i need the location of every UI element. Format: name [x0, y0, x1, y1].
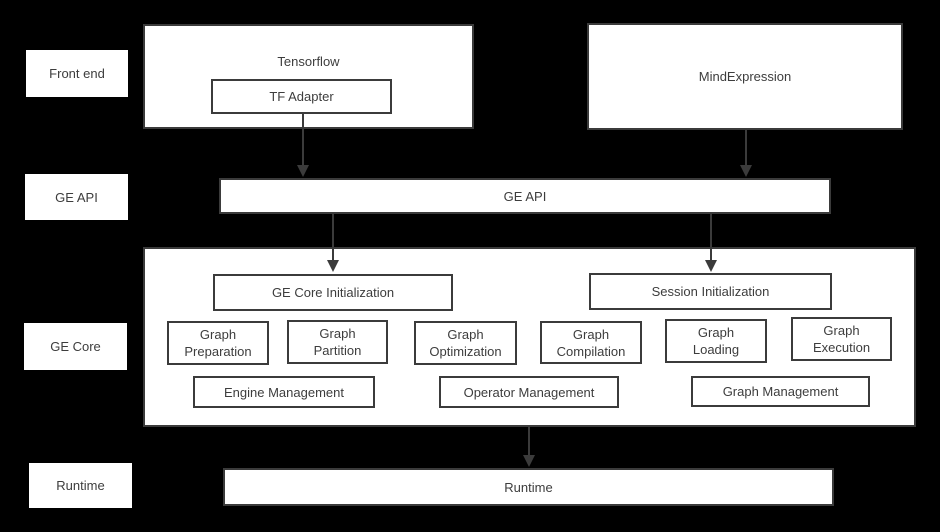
graph-loading-line1: Graph: [697, 325, 735, 340]
graph-optimization-line1: Graph: [447, 327, 484, 342]
tf-adapter-box: TF Adapter: [211, 79, 392, 114]
arrow-mindexpression-to-ge-api: [740, 130, 752, 177]
row-label-ge-api: GE API: [25, 174, 128, 220]
session-initialization-box: Session Initialization: [589, 273, 832, 310]
graph-execution-line1: Graph: [823, 323, 860, 338]
arrow-ge-api-to-ge-core-initialization: [327, 214, 339, 272]
graph-partition-line2: Partition: [313, 343, 362, 358]
graph-execution-line2: Execution: [812, 340, 871, 355]
graph-loading-box: Graph Loading: [665, 319, 767, 363]
graph-optimization-box: Graph Optimization: [414, 321, 517, 365]
operator-management-box: Operator Management: [439, 376, 619, 408]
graph-management-box: Graph Management: [691, 376, 870, 407]
engine-management-box: Engine Management: [193, 376, 375, 408]
tensorflow-title: Tensorflow: [277, 54, 340, 69]
ge-core-container: GE Core Initialization Session Initializ…: [143, 247, 916, 427]
arrow-ge-api-to-session-initialization: [705, 214, 717, 272]
arrow-tf-adapter-to-ge-api: [297, 114, 309, 177]
row-label-runtime: Runtime: [29, 463, 132, 508]
graph-partition-box: Graph Partition: [287, 320, 388, 364]
graph-compilation-line1: Graph: [572, 326, 610, 342]
graph-optimization-line2: Optimization: [429, 344, 502, 359]
graph-partition-line1: Graph: [319, 326, 356, 341]
arrow-ge-core-to-runtime: [523, 427, 535, 467]
graph-preparation-line2: Preparation: [184, 344, 252, 359]
graph-compilation-box: Graph Compilation: [540, 321, 642, 364]
runtime-bar: Runtime: [223, 468, 834, 506]
tensorflow-box: Tensorflow TF Adapter: [143, 24, 474, 129]
ge-core-initialization-box: GE Core Initialization: [213, 274, 453, 311]
mindexpression-box: MindExpression: [587, 23, 903, 130]
graph-loading-line2: Loading: [692, 342, 740, 357]
row-label-front-end: Front end: [26, 50, 128, 97]
graph-preparation-box: Graph Preparation: [167, 321, 269, 365]
row-label-ge-core: GE Core: [24, 323, 127, 370]
graph-compilation-line2: Compilation: [556, 343, 626, 359]
graph-preparation-line1: Graph: [199, 327, 237, 342]
ge-api-bar: GE API: [219, 178, 831, 214]
graph-execution-box: Graph Execution: [791, 317, 892, 361]
